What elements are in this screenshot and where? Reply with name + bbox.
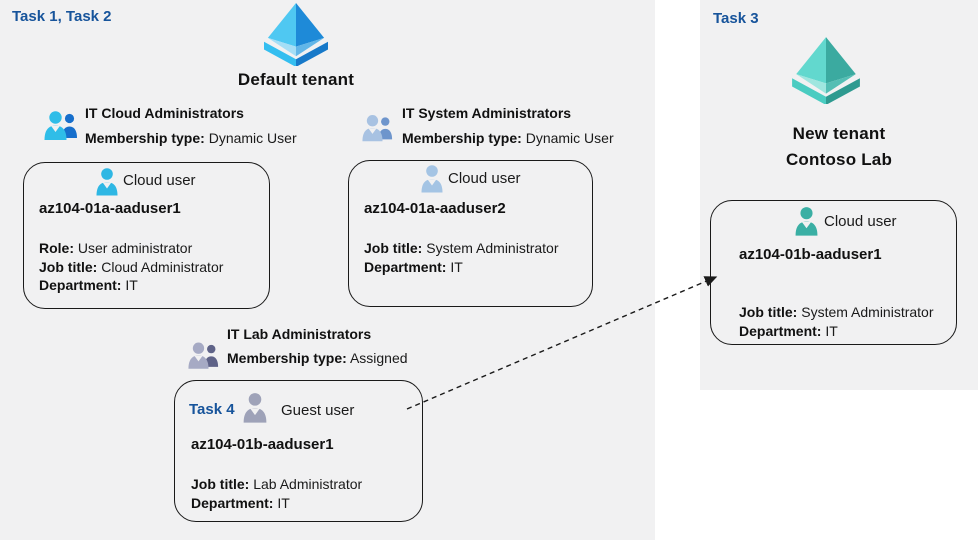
users-group-icon-system bbox=[362, 115, 393, 142]
membership-type-label: Membership type: bbox=[227, 350, 347, 366]
new-tenant-title-line2: Contoso Lab bbox=[785, 150, 893, 169]
guest-user-card-aaduser1: Task 4 Guest user az104-01b-aaduser1 Job… bbox=[174, 380, 423, 522]
user-name: az104-01b-aaduser1 bbox=[739, 246, 882, 263]
group-membership-type: Membership type: Dynamic User bbox=[85, 130, 297, 146]
group-name-it-cloud-administrators: IT Cloud Administrators bbox=[85, 105, 244, 121]
user-role-line: Role: User administrator bbox=[39, 240, 193, 256]
user-dept-line: Department: IT bbox=[39, 277, 138, 293]
user-name: az104-01a-aaduser1 bbox=[39, 200, 181, 217]
user-job-line: Job title: Lab Administrator bbox=[191, 476, 363, 492]
user-job-line: Job title: System Administrator bbox=[739, 304, 934, 320]
user-name: az104-01b-aaduser1 bbox=[191, 436, 334, 453]
user-type-label: Guest user bbox=[281, 402, 355, 419]
user-type-label: Cloud user bbox=[448, 170, 521, 187]
user-job-line: Job title: System Administrator bbox=[364, 240, 559, 256]
membership-type-label: Membership type: bbox=[402, 130, 522, 146]
guest-user-icon bbox=[243, 393, 267, 423]
user-dept-line: Department: IT bbox=[739, 322, 838, 339]
cloud-user-card-aaduser1: Cloud user az104-01a-aaduser1 Role: User… bbox=[23, 162, 270, 309]
cloud-user-icon bbox=[795, 207, 818, 236]
task-3-label: Task 3 bbox=[713, 10, 759, 27]
user-attributes: Job title: System Administrator Departme… bbox=[364, 239, 559, 276]
group-name-it-lab-administrators: IT Lab Administrators bbox=[227, 326, 372, 342]
azure-ad-tenant-icon-teal bbox=[792, 37, 860, 104]
membership-type-value: Dynamic User bbox=[525, 130, 614, 146]
default-tenant-title: Default tenant bbox=[237, 70, 355, 89]
user-job-line: Job title: Cloud Administrator bbox=[39, 258, 224, 275]
cloud-user-card-new-tenant: Cloud user az104-01b-aaduser1 Job title:… bbox=[710, 200, 957, 345]
group-membership-type: Membership type: Assigned bbox=[227, 350, 408, 366]
user-dept-line: Department: IT bbox=[191, 494, 290, 511]
default-tenant-panel: Task 1, Task 2 Default tenant IT Cloud A… bbox=[0, 0, 655, 540]
group-name-it-system-administrators: IT System Administrators bbox=[402, 105, 572, 121]
users-group-icon-cloud bbox=[44, 111, 77, 140]
user-dept-line: Department: IT bbox=[364, 258, 463, 275]
user-type-label: Cloud user bbox=[123, 172, 196, 189]
cloud-user-card-aaduser2: Cloud user az104-01a-aaduser2 Job title:… bbox=[348, 160, 593, 307]
user-name: az104-01a-aaduser2 bbox=[364, 200, 506, 217]
user-type-label: Cloud user bbox=[824, 213, 897, 230]
azure-ad-tenant-icon bbox=[264, 2, 328, 66]
membership-type-value: Assigned bbox=[349, 350, 408, 366]
new-tenant-title-line1: New tenant bbox=[792, 124, 886, 143]
task-1-2-label: Task 1, Task 2 bbox=[12, 8, 112, 25]
cloud-user-icon bbox=[96, 168, 118, 196]
cloud-user-icon bbox=[421, 165, 443, 193]
users-group-icon-lab bbox=[188, 342, 219, 369]
task-4-label: Task 4 bbox=[189, 401, 235, 418]
new-tenant-panel: Task 3 New tenant Contoso Lab Cloud user… bbox=[700, 0, 978, 390]
group-membership-type: Membership type: Dynamic User bbox=[402, 130, 614, 146]
user-attributes: Job title: Lab Administrator Department:… bbox=[191, 475, 362, 512]
user-attributes: Job title: System Administrator Departme… bbox=[739, 303, 934, 340]
membership-type-label: Membership type: bbox=[85, 130, 205, 146]
user-attributes: Role: User administrator Job title: Clou… bbox=[39, 239, 223, 295]
membership-type-value: Dynamic User bbox=[208, 130, 297, 146]
